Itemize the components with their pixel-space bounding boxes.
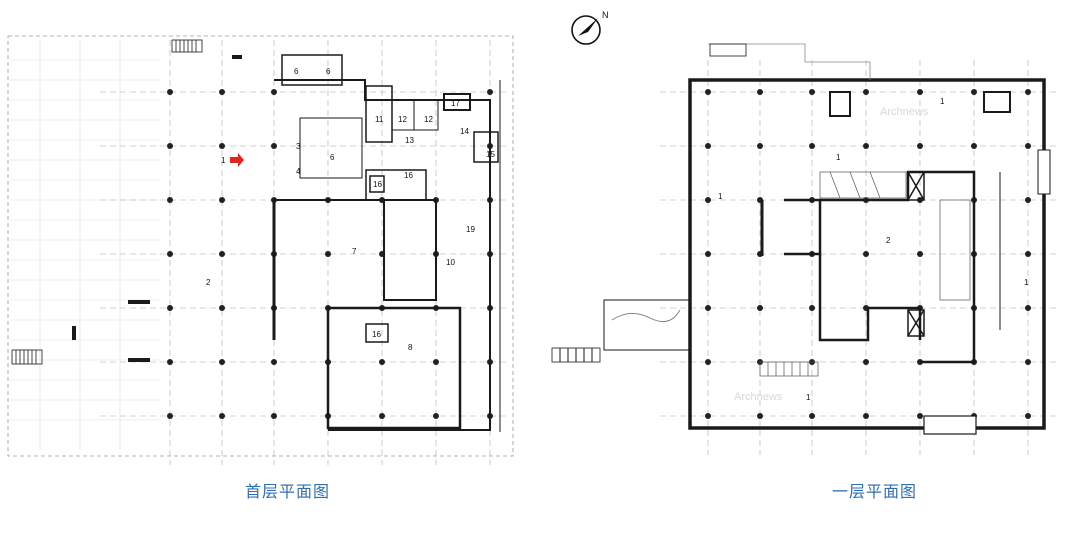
right-window bbox=[1037, 149, 1051, 195]
room-label-a5: 1 bbox=[806, 393, 811, 402]
right-shafts bbox=[829, 91, 1011, 337]
room-label-17: 17 bbox=[451, 99, 460, 108]
left-walls bbox=[272, 54, 501, 432]
room-label-12a: 12 bbox=[398, 115, 407, 124]
left-plan-caption: 首层平面图 bbox=[245, 482, 331, 501]
room-label-2: 2 bbox=[206, 278, 211, 287]
left-floor-plan: 1 2 3 4 6 6 6 7 8 10 11 12 12 13 14 15 1… bbox=[7, 35, 514, 465]
right-inner-walls bbox=[760, 170, 1001, 364]
right-top-stair-outline bbox=[708, 43, 871, 80]
room-label-b2: 2 bbox=[886, 236, 891, 245]
room-label-14: 14 bbox=[460, 127, 469, 136]
room-label-a3: 1 bbox=[718, 192, 723, 201]
room-label-16c: 16 bbox=[372, 330, 381, 339]
left-annex bbox=[551, 299, 690, 363]
left-grid-lines bbox=[100, 40, 510, 465]
room-label-4: 4 bbox=[296, 167, 301, 176]
room-label-19: 19 bbox=[466, 225, 475, 234]
left-stairs bbox=[11, 39, 203, 365]
room-label-6a: 6 bbox=[294, 67, 299, 76]
right-plan-caption: 一层平面图 bbox=[832, 482, 918, 501]
room-label-1: 1 bbox=[221, 156, 226, 165]
room-label-13: 13 bbox=[405, 136, 414, 145]
room-label-6c: 6 bbox=[330, 153, 335, 162]
room-label-a4: 1 bbox=[1024, 278, 1029, 287]
room-label-8: 8 bbox=[408, 343, 413, 352]
right-top-stairs bbox=[709, 43, 747, 57]
paving-pattern bbox=[10, 40, 160, 450]
entrance-arrow-icon bbox=[230, 153, 244, 167]
left-room-labels: 1 2 3 4 6 6 6 7 8 10 11 12 12 13 14 15 1… bbox=[206, 67, 495, 352]
right-floor-plan: Archnews Archnews 1 1 1 1 1 2 bbox=[551, 43, 1060, 455]
north-compass-icon: N bbox=[571, 10, 609, 45]
room-label-7: 7 bbox=[352, 247, 357, 256]
room-label-12b: 12 bbox=[424, 115, 433, 124]
room-label-3: 3 bbox=[296, 142, 301, 151]
site-boundary bbox=[7, 35, 514, 457]
room-label-16a: 16 bbox=[373, 180, 382, 189]
room-label-16b: 16 bbox=[404, 171, 413, 180]
left-wall-segments bbox=[72, 55, 242, 362]
room-label-6b: 6 bbox=[326, 67, 331, 76]
watermark-bottom: Archnews bbox=[734, 391, 783, 403]
right-outer-wall bbox=[688, 78, 1046, 430]
room-label-a2: 1 bbox=[836, 153, 841, 162]
room-label-a1: 1 bbox=[940, 97, 945, 106]
right-room-labels: 1 1 1 1 1 2 bbox=[718, 97, 1029, 402]
right-stairs bbox=[759, 171, 971, 377]
room-label-10: 10 bbox=[446, 258, 455, 267]
room-label-11: 11 bbox=[375, 115, 384, 124]
room-label-15: 15 bbox=[486, 150, 495, 159]
watermark-top: Archnews bbox=[880, 106, 929, 118]
north-label: N bbox=[602, 10, 609, 20]
right-bottom-entrance bbox=[923, 415, 977, 435]
